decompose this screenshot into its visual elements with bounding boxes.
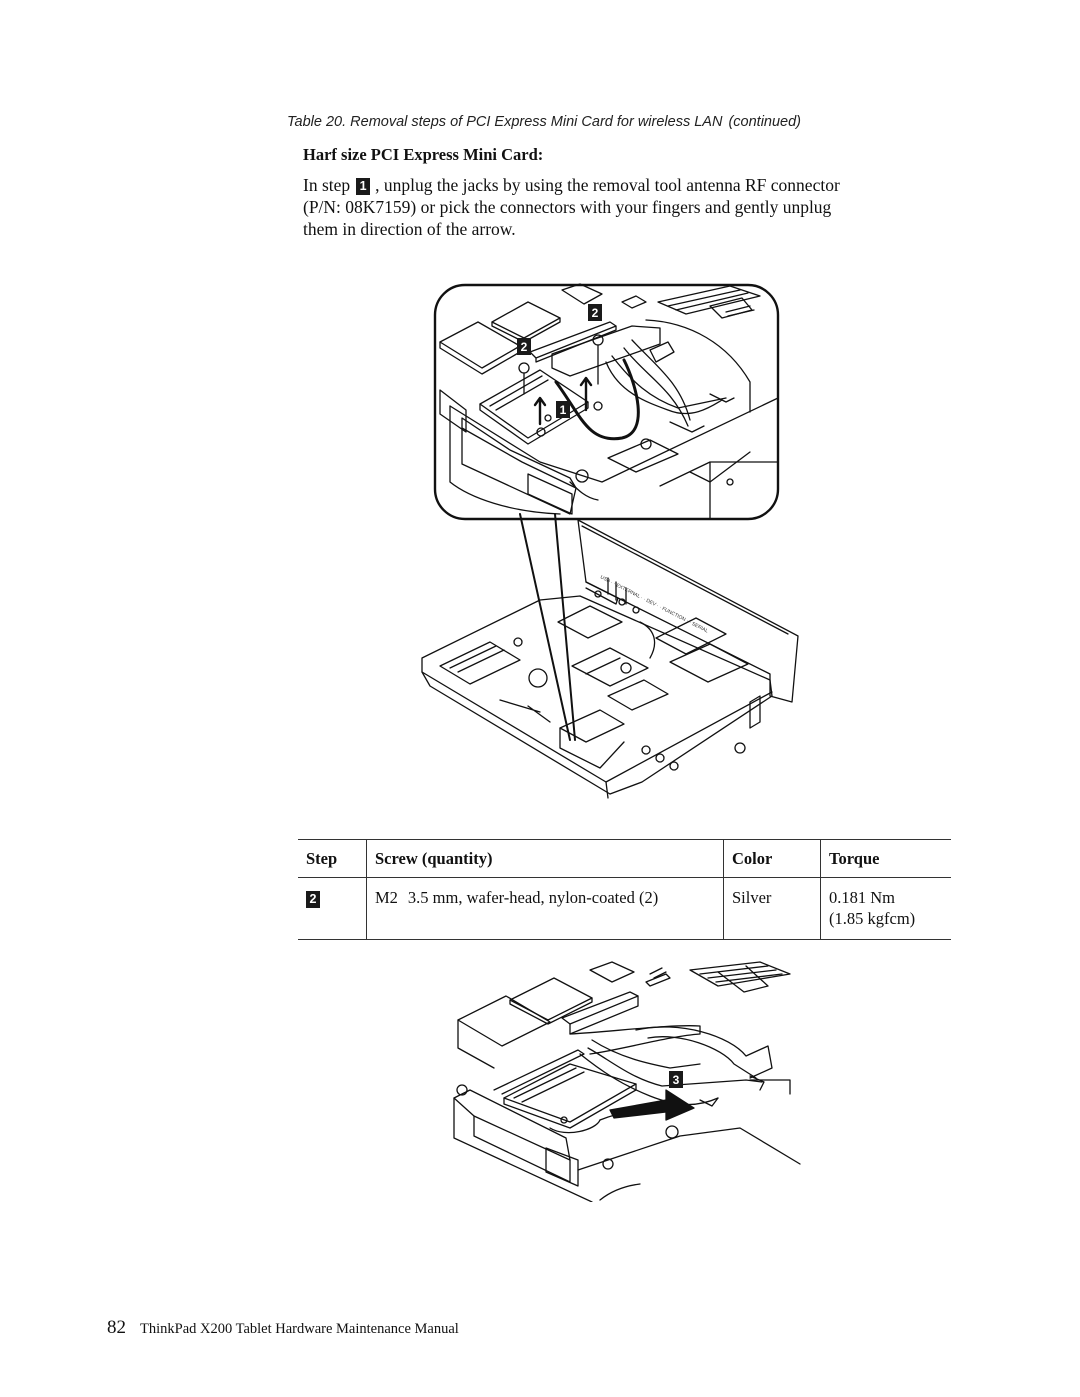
screw-table-header: Step Screw (quantity) Color Torque xyxy=(298,839,951,878)
page-footer: 82 ThinkPad X200 Tablet Hardware Maintena… xyxy=(107,1317,459,1339)
screw-cell: M2 3.5 mm, wafer-head, nylon-coated (2) xyxy=(366,877,724,940)
instruction-line-1: In step 1, unplug the jacks by using the … xyxy=(303,174,943,196)
laptop-overview xyxy=(421,519,799,799)
screw-description: 3.5 mm, wafer-head, nylon-coated (2) xyxy=(407,888,659,907)
header-screw: Screw (quantity) xyxy=(366,839,724,878)
header-torque: Torque xyxy=(820,839,951,878)
screw-table: Step Screw (quantity) Color Torque 2 M2 3… xyxy=(298,839,951,940)
instruction-line-3: them in direction of the arrow. xyxy=(303,219,516,239)
table-row: 2 M2 3.5 mm, wafer-head, nylon-coated (2)… xyxy=(298,877,951,940)
callout-3: 3 xyxy=(673,1073,680,1087)
section-heading: Harf size PCI Express Mini Card: xyxy=(303,145,544,164)
laptop-mini-card-diagram: 2 2 1 xyxy=(421,283,799,799)
instruction-line-2: (P/N: 08K7159) or pick the connectors wi… xyxy=(303,197,832,217)
torque-kgfcm: (1.85 kgfcm) xyxy=(829,909,916,928)
header-step: Step xyxy=(298,839,367,878)
page-number: 82 xyxy=(107,1317,126,1338)
header-color: Color xyxy=(723,839,821,878)
torque-nm: 0.181 Nm xyxy=(829,888,895,907)
table-caption-continued: (continued) xyxy=(728,114,801,130)
removal-illustration-step-3: 3 xyxy=(450,960,810,1203)
callout-2-left: 2 xyxy=(521,340,528,354)
callout-1: 1 xyxy=(560,403,567,417)
step-2-badge: 2 xyxy=(306,891,320,908)
mini-card-slide-out-diagram: 3 xyxy=(453,961,801,1203)
instruction-text: In step xyxy=(303,175,351,195)
instruction-paragraph: In step 1, unplug the jacks by using the … xyxy=(303,174,943,240)
manual-title: ThinkPad X200 Tablet Hardware Maintenanc… xyxy=(140,1321,459,1337)
instruction-text: , unplug the jacks by using the removal … xyxy=(375,175,840,195)
torque-cell: 0.181 Nm (1.85 kgfcm) xyxy=(820,877,951,940)
table-caption: Table 20. Removal steps of PCI Express M… xyxy=(287,114,907,130)
screw-type: M2 xyxy=(375,888,398,907)
removal-illustration-step-1-2: 2 2 1 xyxy=(410,282,810,802)
color-cell: Silver xyxy=(723,877,821,940)
step-1-badge: 1 xyxy=(356,178,371,195)
step-cell: 2 xyxy=(298,877,367,940)
callout-2-top: 2 xyxy=(592,306,599,320)
table-caption-text: Table 20. Removal steps of PCI Express M… xyxy=(287,114,723,130)
